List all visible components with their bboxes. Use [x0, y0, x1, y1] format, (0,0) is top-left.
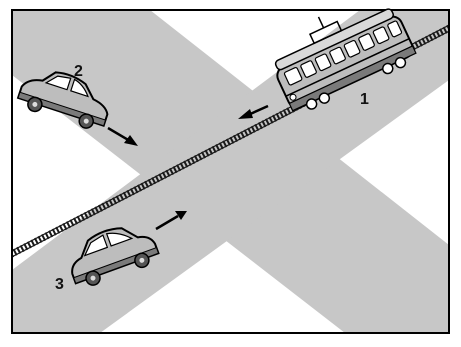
arrow-car-lower — [155, 211, 187, 231]
label-car-upper: 2 — [74, 63, 83, 80]
arrow-car-upper — [107, 126, 138, 146]
label-car-lower: 3 — [55, 276, 64, 293]
scene-frame — [11, 9, 450, 334]
label-tram: 1 — [360, 91, 369, 108]
tram — [274, 8, 417, 112]
car-lower — [71, 227, 160, 286]
arrow-tram — [238, 104, 269, 119]
car-upper — [16, 71, 109, 129]
